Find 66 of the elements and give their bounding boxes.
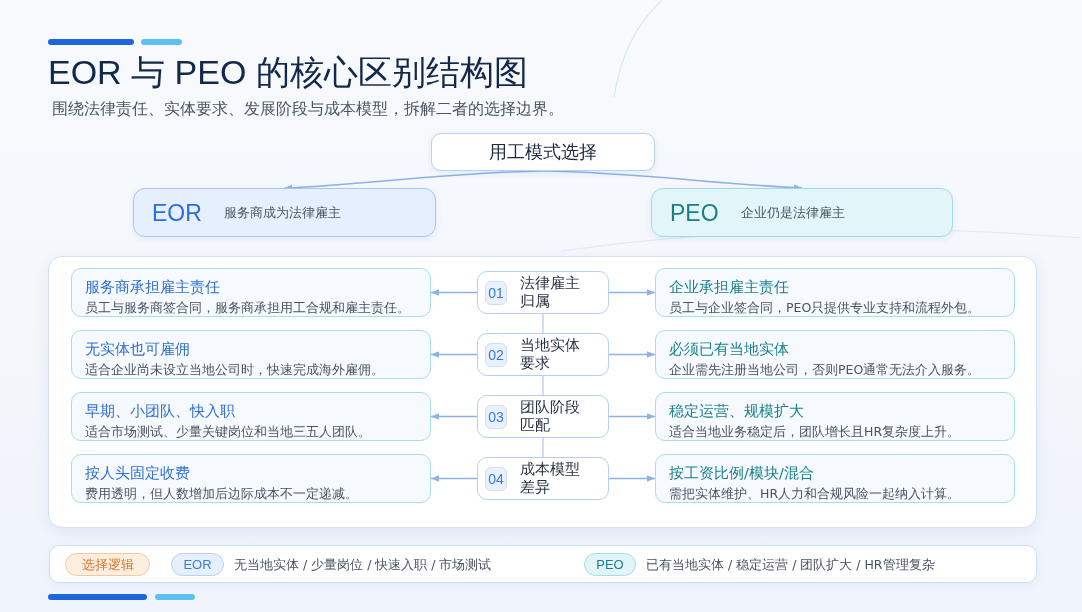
criteria-text: 无当地实体 / 少量岗位 / 快速入职 / 市场测试	[234, 555, 492, 574]
comparison-card	[655, 454, 1015, 503]
dimension-label: 成本模型差异	[520, 460, 581, 496]
comparison-card	[71, 454, 431, 503]
step-number: 01	[485, 281, 507, 305]
connector-line	[542, 437, 544, 458]
card-description: 适合当地业务稳定后，团队增长且HR复杂度上升。	[669, 423, 962, 440]
summary-bar	[49, 545, 1037, 583]
comparison-card	[71, 330, 431, 379]
step-number: 04	[485, 467, 507, 491]
arrow	[608, 475, 656, 482]
arrow	[608, 413, 656, 420]
step-number: 03	[485, 405, 507, 429]
connector-line	[542, 375, 544, 396]
dimension-label: 法律雇主归属	[520, 274, 581, 310]
card-title: 稳定运营、规模扩大	[669, 402, 805, 421]
dimension-box	[477, 395, 609, 438]
comparison-card	[655, 392, 1015, 441]
card-title: 早期、小团队、快入职	[85, 402, 236, 421]
card-description: 费用透明，但人数增加后边际成本不一定递减。	[85, 485, 359, 502]
option-description: 企业仍是法律雇主	[740, 203, 845, 222]
root-topic-box	[431, 133, 655, 171]
dimension-label: 团队阶段匹配	[520, 398, 581, 434]
card-title: 服务商承担雇主责任	[85, 278, 221, 297]
comparison-card	[71, 268, 431, 317]
arrow	[542, 170, 803, 191]
card-title: 企业承担雇主责任	[669, 278, 790, 297]
diagram-title: EOR 与 PEO 的核心区别结构图	[48, 52, 528, 93]
arrow	[283, 170, 544, 191]
card-title: 必须已有当地实体	[669, 340, 790, 359]
dimension-box	[477, 457, 609, 500]
option-description: 服务商成为法律雇主	[223, 203, 341, 222]
option-name: PEO	[670, 198, 719, 227]
option-header-box	[651, 188, 953, 237]
category-tag: PEO	[584, 553, 636, 576]
subtitle: 围绕法律责任、实体要求、发展阶段与成本模型，拆解二者的选择边界。	[52, 98, 564, 120]
card-description: 需把实体维护、HR人力和合规风险一起纳入计算。	[669, 485, 962, 502]
comparison-card	[655, 268, 1015, 317]
category-tag: EOR	[171, 553, 224, 576]
dimension-box	[477, 333, 609, 376]
connector-line	[542, 313, 544, 334]
arrow	[430, 475, 478, 482]
dimension-label: 当地实体要求	[520, 336, 581, 372]
arrow	[430, 351, 478, 358]
criteria-text: 已有当地实体 / 稳定运营 / 团队扩大 / HR管理复杂	[646, 555, 935, 574]
topic-text: 用工模式选择	[489, 140, 597, 164]
option-header-box	[133, 188, 436, 237]
card-description: 适合企业尚未设立当地公司时，快速完成海外雇佣。	[85, 361, 385, 378]
card-title: 按人头固定收费	[85, 464, 191, 483]
card-description: 适合市场测试、少量关键岗位和当地三五人团队。	[85, 423, 372, 440]
comparison-card	[655, 330, 1015, 379]
comparison-card	[71, 392, 431, 441]
arrow	[608, 351, 656, 358]
card-description: 企业需先注册当地公司，否则PEO通常无法介入服务。	[669, 361, 982, 378]
category-tag: 选择逻辑	[65, 553, 150, 576]
step-number: 02	[485, 343, 507, 367]
card-description: 员工与企业签合同，PEO只提供专业支持和流程外包。	[669, 299, 982, 316]
arrow	[430, 413, 478, 420]
card-description: 员工与服务商签合同，服务商承担用工合规和雇主责任。	[85, 299, 411, 316]
card-title: 无实体也可雇佣	[85, 340, 191, 359]
card-title: 按工资比例/模块/混合	[669, 464, 815, 483]
option-name: EOR	[152, 198, 202, 227]
arrow	[608, 289, 656, 296]
arrow	[430, 289, 478, 296]
dimension-box	[477, 271, 609, 314]
comparison-panel	[48, 256, 1037, 528]
